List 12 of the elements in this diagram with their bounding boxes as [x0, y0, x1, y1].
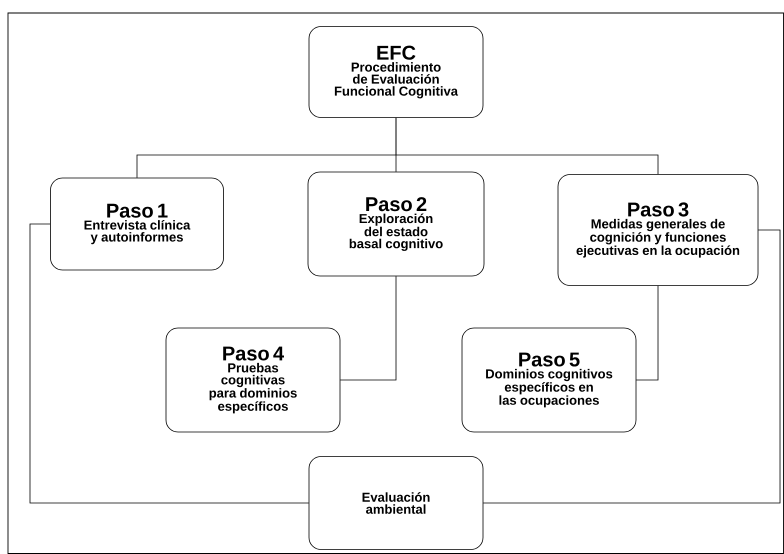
step-box: Paso 2 Exploración del estado basal cognitivo	[308, 172, 484, 276]
connector-line	[340, 276, 396, 380]
step-box: Paso 3 Medidas generales de cognición y funciones ejecutivas en la ocupación	[558, 174, 758, 286]
connector-line	[636, 286, 658, 380]
connector-line	[30, 224, 309, 504]
step-box: Evaluación ambiental	[308, 456, 484, 550]
step-box: EFC Procedimiento de Evaluación Funcional Cognitiva	[308, 26, 484, 118]
connector-line	[483, 230, 780, 504]
step-box: Paso 1 Entrevista clínica y autoinformes	[50, 178, 224, 270]
connector-line	[396, 118, 658, 174]
step-box: Paso 5 Dominios cognitivos específicos en las ocupaciones	[462, 328, 636, 432]
step-box: Paso 4 Pruebas cognitivas para dominios específicos	[166, 328, 340, 432]
